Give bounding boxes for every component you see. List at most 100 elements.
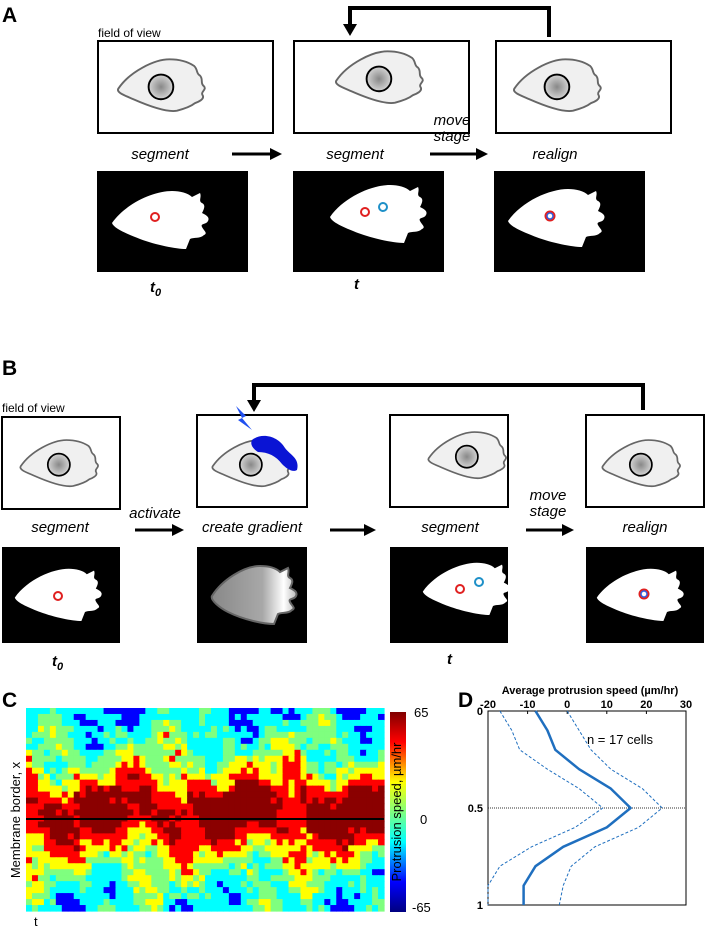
kymograph-cell: [115, 887, 123, 894]
kymograph-cell: [205, 833, 212, 840]
kymograph-cell: [258, 851, 266, 858]
kymograph-cell: [205, 725, 212, 733]
kymograph-cell: [300, 875, 308, 882]
kymograph-cell: [300, 767, 308, 775]
kymograph-cell: [282, 779, 290, 787]
kymograph-cell: [366, 708, 373, 715]
kymograph-cell: [288, 755, 296, 763]
kymograph-cell: [163, 713, 170, 721]
kymograph-cell: [169, 887, 176, 894]
kymograph-cell: [378, 845, 385, 852]
chart-xtick-label: 0: [564, 699, 570, 711]
kymograph-cell: [31, 761, 39, 769]
kymograph-cell: [336, 797, 343, 805]
kymograph-cell: [216, 779, 224, 787]
kymograph-cell: [330, 719, 337, 727]
kymograph-cell: [115, 827, 123, 834]
kymograph-cell: [121, 863, 129, 870]
kymograph-cell: [342, 731, 349, 739]
kymograph-cell: [282, 845, 290, 852]
kymograph-cell: [288, 749, 296, 757]
kymograph-cell: [169, 893, 176, 900]
kymograph-cell: [109, 743, 117, 751]
kymograph-cell: [181, 708, 188, 715]
kymograph-cell: [282, 725, 290, 733]
kymograph-cell: [157, 827, 164, 834]
kymograph-cell: [79, 827, 87, 834]
kymograph-cell: [216, 887, 224, 894]
kymograph-cell: [121, 881, 129, 888]
kymograph-cell: [342, 791, 349, 799]
kymograph-cell: [312, 708, 319, 715]
kymograph-cell: [276, 708, 284, 715]
kymograph-cell: [187, 713, 194, 721]
kymograph-cell: [264, 755, 272, 763]
kymograph-cell: [276, 719, 284, 727]
kymograph-cell: [324, 887, 331, 894]
kymograph-cell: [127, 803, 134, 811]
kymograph-cell: [151, 827, 158, 834]
kymograph-cell: [372, 851, 379, 858]
kymograph-cell: [222, 899, 230, 906]
kymograph-cell: [181, 767, 188, 775]
kymograph-cell: [199, 809, 206, 817]
kymograph-cell: [354, 893, 361, 900]
kymograph-cell: [55, 755, 63, 763]
kymograph-cell: [354, 737, 361, 745]
kymograph-cell: [264, 761, 272, 769]
kymograph-cell: [234, 743, 242, 751]
kymograph-cell: [354, 821, 361, 829]
kymograph-cell: [270, 708, 278, 715]
kymograph-cell: [163, 785, 170, 793]
kymograph-cell: [61, 881, 69, 888]
kymograph-cell: [61, 899, 69, 906]
kymograph-cell: [85, 779, 93, 787]
kymograph-cell: [222, 839, 230, 846]
kymograph-cell: [348, 881, 355, 888]
kymograph-cell: [193, 797, 200, 805]
kymograph-cell: [55, 875, 63, 882]
kymograph-cell: [151, 887, 158, 894]
kymograph-cell: [37, 719, 45, 727]
kymograph-cell: [43, 779, 51, 787]
kymograph-cell: [26, 887, 33, 894]
kymograph-cell: [91, 743, 99, 751]
kymograph-cell: [79, 893, 87, 900]
kymograph-cell: [31, 863, 39, 870]
kymograph-cell: [294, 708, 302, 715]
kymograph-cell: [294, 827, 302, 834]
kymograph-cell: [205, 731, 212, 739]
kymograph-cell: [26, 851, 33, 858]
kymograph-cell: [372, 767, 379, 775]
kymograph-cell: [372, 797, 379, 805]
kymograph-cell: [193, 749, 200, 757]
kymograph-cell: [85, 905, 93, 912]
kymograph-cell: [55, 749, 63, 757]
kymograph-cell: [330, 887, 337, 894]
kymograph-cell: [372, 845, 379, 852]
kymograph-cell: [187, 905, 194, 912]
kymograph-cell: [306, 839, 313, 846]
kymograph-cell: [216, 827, 224, 834]
kymograph-cell: [294, 785, 302, 793]
kymograph-cell: [342, 821, 349, 829]
kymograph-cell: [31, 737, 39, 745]
kymograph-cell: [145, 755, 152, 763]
kymograph-cell: [187, 827, 194, 834]
kymograph-cell: [205, 785, 212, 793]
kymograph-cell: [264, 737, 272, 745]
panel-label-a: A: [2, 4, 17, 27]
kymograph-cell: [49, 827, 57, 834]
field-of-view-label-a: field of view: [98, 26, 161, 40]
kymograph-cell: [133, 755, 140, 763]
kymograph-cell: [85, 773, 93, 781]
kymograph-cell: [330, 821, 337, 829]
kymograph-cell: [276, 731, 284, 739]
kymograph-cell: [378, 708, 385, 715]
kymograph-cell: [306, 761, 313, 769]
kymograph-cell: [79, 797, 87, 805]
kymograph-cell: [324, 749, 331, 757]
kymograph-cell: [306, 821, 313, 829]
kymograph-cell: [103, 773, 111, 781]
kymograph-cell: [342, 857, 349, 864]
